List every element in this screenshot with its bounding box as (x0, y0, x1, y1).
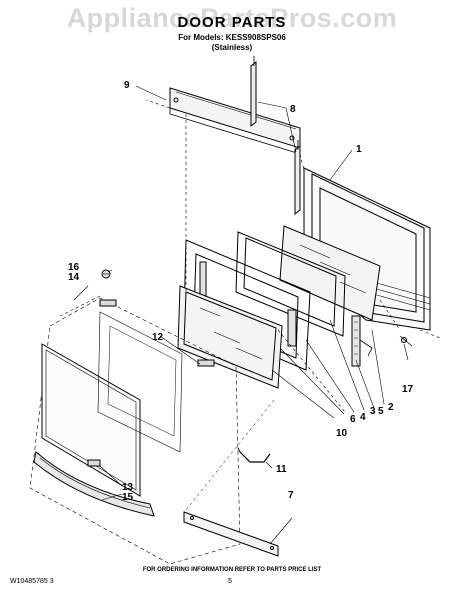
ordering-info-footer: FOR ORDERING INFORMATION REFER TO PARTS … (142, 567, 322, 573)
assembly-guide-lines (59, 99, 441, 413)
finish-line: (Stainless) (211, 43, 253, 52)
callout-4: 4 (360, 412, 366, 423)
callout-15: 15 (122, 492, 134, 503)
part-5-frame (235, 231, 346, 337)
part-3-hinge (351, 315, 373, 367)
part-8-brackets (250, 56, 301, 216)
callout-5: 5 (378, 406, 384, 417)
callout-6: 6 (350, 414, 356, 425)
callout-16: 16 (68, 262, 80, 273)
part-12-clip (99, 299, 215, 367)
callout-17: 17 (402, 384, 414, 395)
part-14-door-assembly (29, 297, 241, 565)
callout-14: 14 (68, 272, 80, 283)
callout-11: 11 (276, 464, 287, 475)
callout-10: 10 (336, 428, 348, 439)
part-10-inner-glass (177, 285, 283, 389)
callout-2: 2 (388, 402, 394, 413)
part-15-handle (33, 451, 155, 517)
callout-12: 12 (152, 332, 164, 343)
callout-13: 13 (122, 482, 134, 493)
page-number: 5 (228, 578, 232, 585)
callout-3: 3 (370, 406, 376, 417)
part-16-screw (101, 269, 111, 279)
document-number: W10485785 3 (10, 578, 54, 585)
callout-7: 7 (288, 490, 294, 501)
diagram-title: DOOR PARTS (177, 14, 287, 31)
part-7-bottom-trim (183, 399, 279, 557)
callout-1: 1 (356, 144, 362, 155)
models-line: For Models: KESS908SPS06 (178, 33, 286, 42)
leader-lines (73, 85, 409, 545)
part-11-bracket (237, 447, 271, 463)
part-9-vent-trim (169, 87, 301, 155)
callout-9: 9 (124, 80, 130, 91)
part-13-spacer (87, 459, 101, 467)
model-info: For Models: KESS908SPS06 (Stainless) (0, 33, 464, 53)
callout-8: 8 (290, 104, 296, 115)
part-17-screw (399, 335, 413, 347)
door-glass-panel (41, 311, 183, 497)
watermark: AppliancePartsPros.com (66, 3, 398, 33)
